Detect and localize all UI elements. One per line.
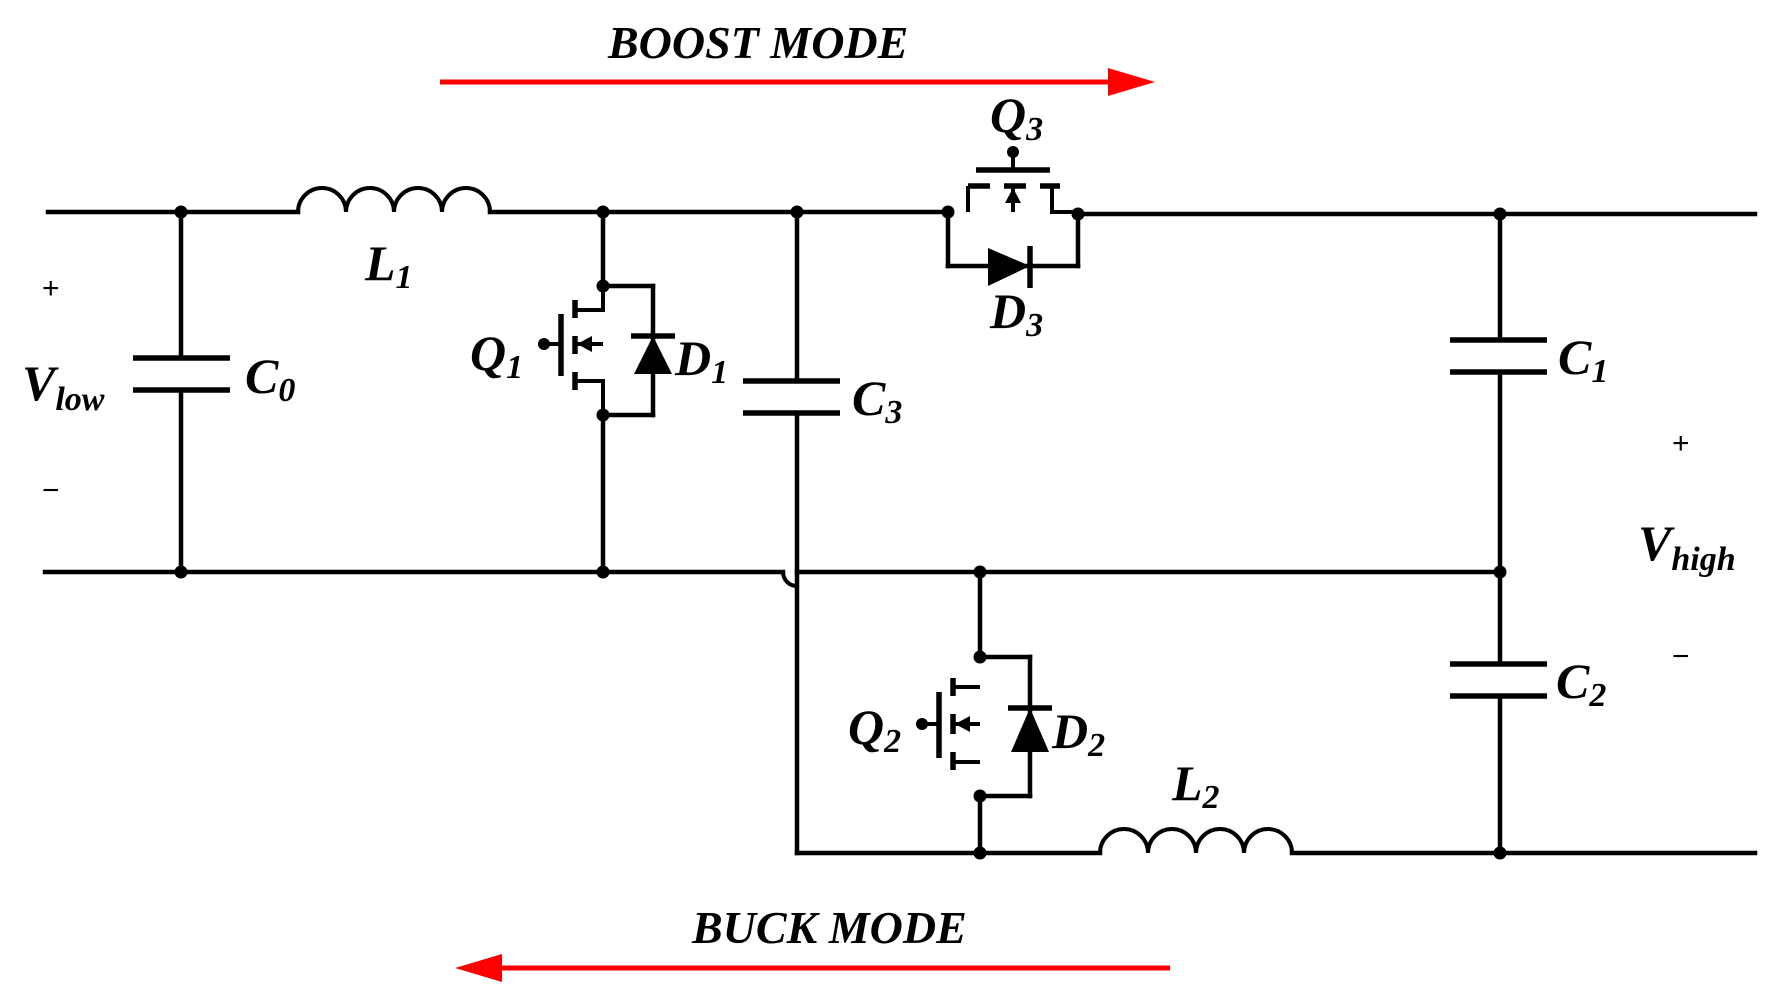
- boost-mode-indicator: BOOST MODE: [440, 17, 1155, 96]
- low-minus-sign: −: [42, 474, 60, 507]
- inductor-L1: [296, 186, 492, 213]
- top-rail: [45, 186, 1758, 217]
- high-plus-sign: +: [1672, 427, 1690, 460]
- switch-Q1-branch: [538, 209, 675, 575]
- label-D3: D3: [989, 283, 1043, 344]
- capacitor-C2: [1450, 569, 1547, 856]
- port-low: + Vlow −: [22, 272, 105, 507]
- switch-Q3-branch: [945, 146, 1081, 288]
- port-high: + Vhigh −: [1638, 427, 1736, 673]
- diode-D1: [634, 336, 672, 374]
- label-C1: C1: [1558, 329, 1608, 390]
- mosfet-Q2: [916, 678, 980, 770]
- switch-Q2-branch: [916, 569, 1052, 856]
- high-minus-sign: −: [1672, 640, 1690, 673]
- label-L2: L2: [1171, 755, 1220, 816]
- buck-mode-indicator: BUCK MODE: [455, 902, 1170, 982]
- diode-D3: [988, 248, 1030, 286]
- mosfet-Q1: [538, 286, 605, 415]
- capacitor-C0: [133, 209, 230, 575]
- label-D1: D1: [674, 330, 728, 391]
- inductor-L2: [1098, 827, 1294, 854]
- buck-mode-label: BUCK MODE: [691, 902, 967, 953]
- buck-arrowhead: [455, 954, 502, 982]
- middle-rail: [42, 569, 1503, 588]
- label-C2: C2: [1556, 653, 1606, 714]
- label-Q3: Q3: [990, 87, 1043, 148]
- bottom-rail: [794, 827, 1758, 856]
- boost-arrowhead: [1108, 68, 1155, 96]
- label-D2: D2: [1051, 703, 1105, 764]
- label-Q1: Q1: [470, 325, 523, 386]
- label-C0: C0: [245, 348, 295, 409]
- diode-D2: [1011, 708, 1049, 752]
- label-Q2: Q2: [848, 699, 901, 760]
- capacitor-C3: [743, 209, 840, 856]
- label-L1: L1: [364, 235, 413, 296]
- mosfet-Q3: [966, 146, 1078, 214]
- boost-mode-label: BOOST MODE: [607, 17, 908, 68]
- label-v-high: Vhigh: [1638, 515, 1736, 578]
- low-plus-sign: +: [42, 272, 60, 305]
- capacitor-C1: [1450, 211, 1547, 575]
- label-C3: C3: [852, 370, 902, 431]
- label-v-low: Vlow: [22, 355, 105, 418]
- junction-dots: [174, 205, 1507, 860]
